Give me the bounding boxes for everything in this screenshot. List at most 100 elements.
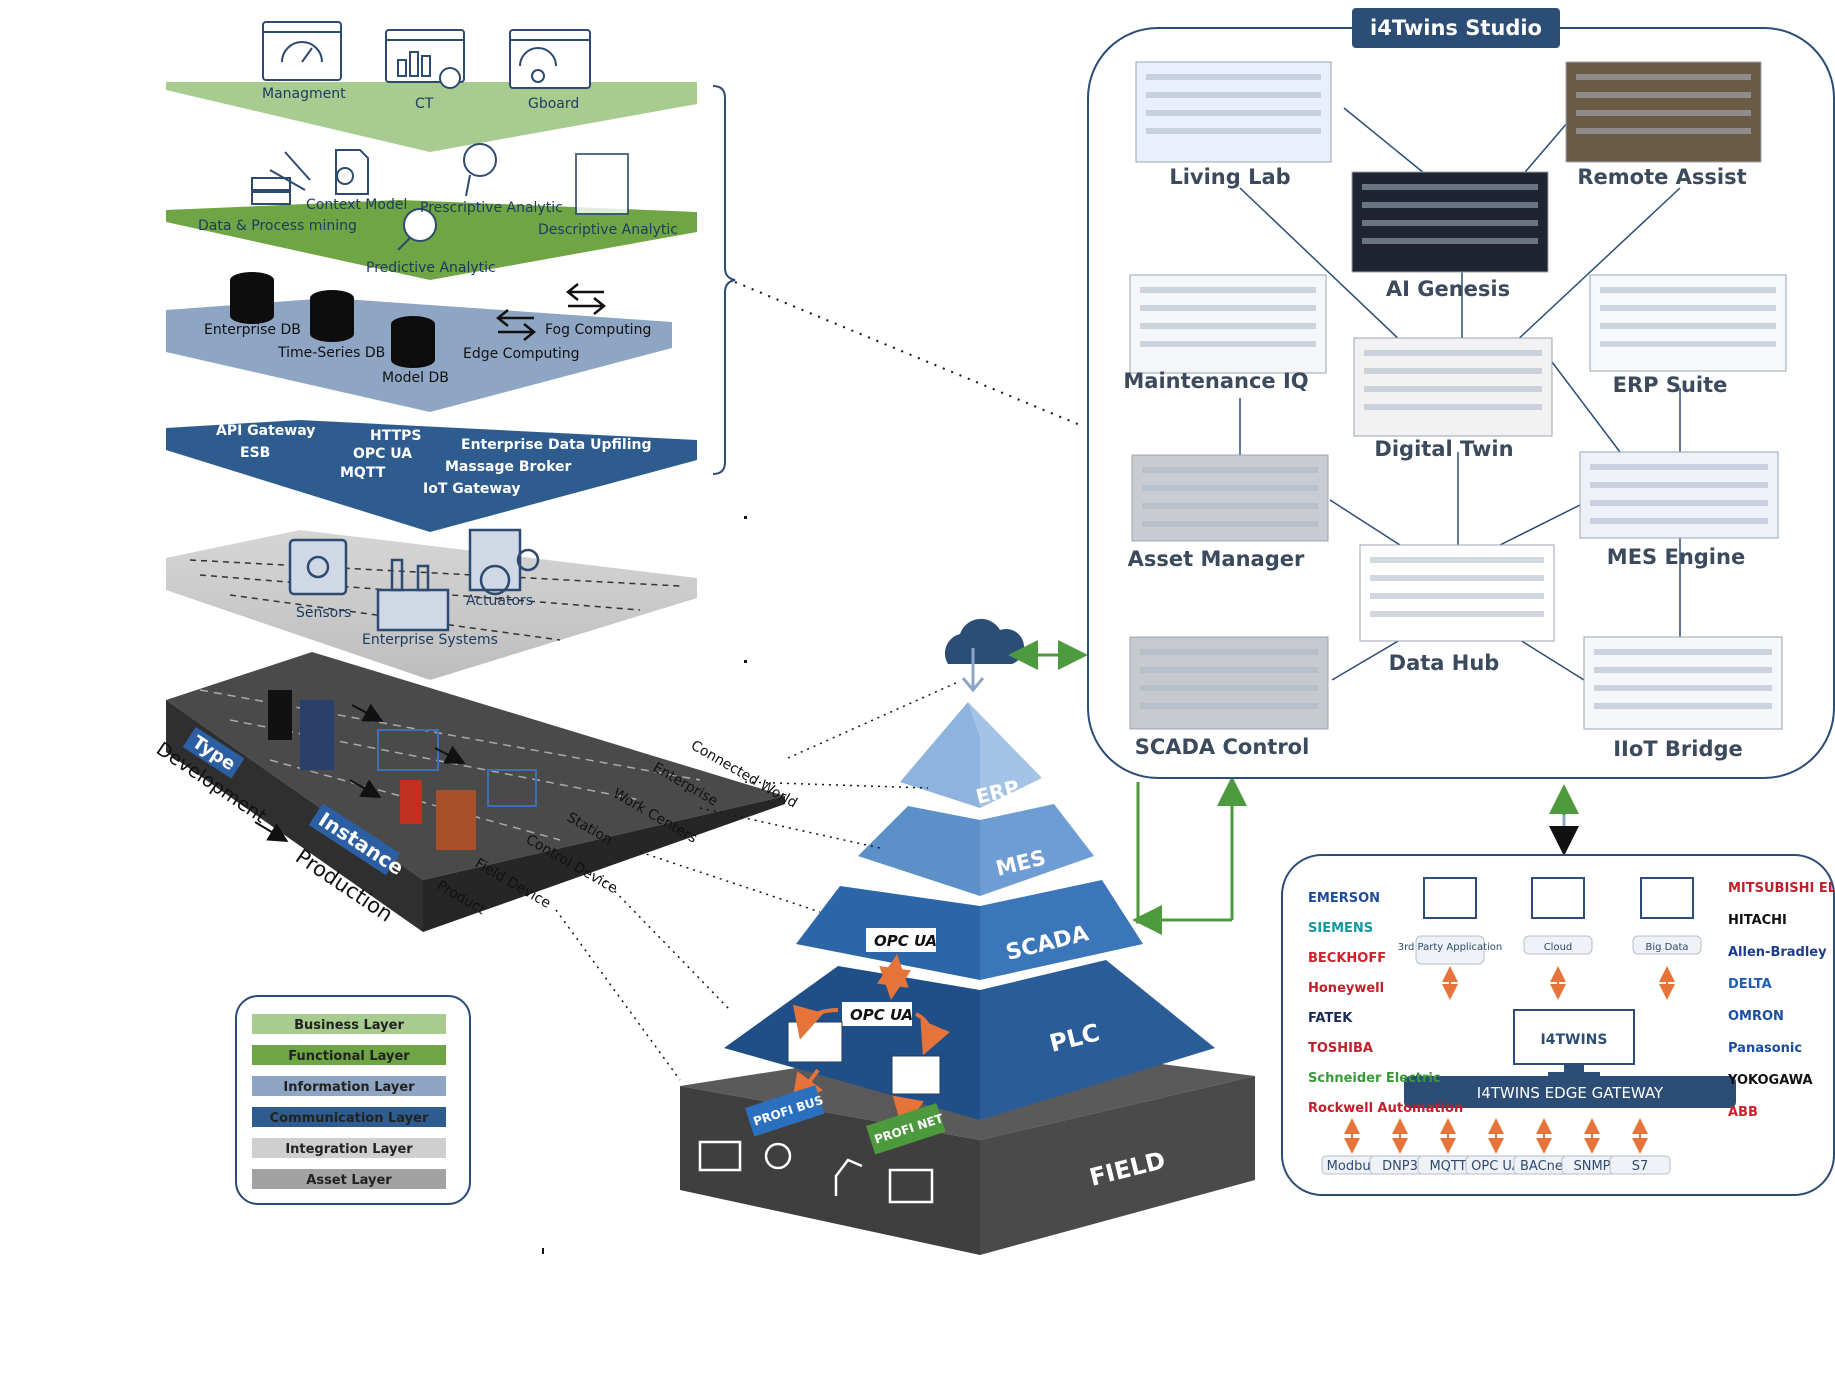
studio-module[interactable]: MES Engine <box>1579 451 1779 569</box>
cloud-icon <box>944 618 1025 693</box>
brand-logo: EMERSON <box>1308 891 1380 906</box>
studio-module[interactable]: AI Genesis <box>1351 171 1549 301</box>
gateway-card[interactable]: Cloud <box>1523 877 1593 1000</box>
studio-module[interactable]: Digital Twin <box>1353 337 1553 461</box>
legend-label: Integration Layer <box>285 1142 413 1157</box>
legend-swatch <box>252 1138 446 1158</box>
studio-module[interactable]: Data Hub <box>1359 544 1555 675</box>
functional-item-2: Prescriptive Analytic <box>420 200 563 216</box>
studio-module[interactable]: Asset Manager <box>1128 454 1329 571</box>
protocol-label: SNMP <box>1573 1159 1610 1174</box>
i4twins-logo: I4TWINS <box>1513 1009 1635 1076</box>
protocol-label: MQTT <box>1429 1159 1466 1174</box>
brand-logo: FATEK <box>1308 1011 1353 1026</box>
integration-item-2: Actuators <box>466 593 533 609</box>
brand-logo: Rockwell Automation <box>1308 1101 1463 1116</box>
monitor-icon <box>1531 877 1585 919</box>
communication-item-3: OPC UA <box>353 446 412 462</box>
protocol-label: Modbus <box>1327 1159 1378 1174</box>
brand-logo: YOKOGAWA <box>1727 1073 1813 1088</box>
protocol-label: BACnet <box>1520 1159 1568 1174</box>
brand-logo: SIEMENS <box>1308 921 1373 936</box>
functional-layer <box>166 200 697 280</box>
information-item-4: Edge Computing <box>463 346 580 362</box>
information-item-0: Enterprise DB <box>204 322 301 338</box>
studio-module[interactable]: ERP Suite <box>1589 274 1787 397</box>
business-item-0: Managment <box>262 86 346 102</box>
opcua-badge-plc: OPC UA <box>842 1002 913 1026</box>
protocol-label: OPC UA <box>1471 1159 1521 1174</box>
gateway-title: I4TWINS EDGE GATEWAY <box>1477 1084 1664 1102</box>
gateway-card-label: Cloud <box>1544 942 1573 953</box>
brand-logo: Allen-Bradley <box>1728 945 1827 960</box>
module-label: Maintenance IQ <box>1123 369 1308 393</box>
legend-swatch <box>252 1169 446 1189</box>
brand-logo: BECKHOFF <box>1308 951 1386 966</box>
module-label: IIoT Bridge <box>1613 737 1743 761</box>
business-item-1: CT <box>415 96 434 112</box>
protocol-chip <box>1609 1155 1671 1175</box>
business-layer <box>166 82 697 152</box>
communication-layer <box>166 420 697 532</box>
studio-links <box>1239 107 1681 691</box>
scada-studio-arrow <box>1136 782 1140 924</box>
erp-left <box>900 702 980 808</box>
communication-item-7: IoT Gateway <box>423 481 520 497</box>
robot-icon <box>268 690 537 850</box>
protocol-label: DNP3 <box>1382 1159 1418 1174</box>
studio-module[interactable]: Remote Assist <box>1565 61 1762 189</box>
functional-item-4: Predictive Analytic <box>366 260 496 276</box>
mes-right <box>980 804 1094 896</box>
studio-module[interactable]: IIoT Bridge <box>1583 636 1783 761</box>
information-item-2: Model DB <box>382 370 449 386</box>
erp-right <box>968 702 1042 808</box>
asset-layer-side <box>423 796 785 932</box>
field-front-right <box>980 1076 1255 1255</box>
brand-logo: DELTA <box>1728 977 1772 992</box>
protocol-label: S7 <box>1632 1159 1649 1174</box>
module-label: MES Engine <box>1607 545 1745 569</box>
database-icons <box>230 272 435 368</box>
legend-swatch <box>252 1107 446 1127</box>
i4twins-logo-text: I4TWINS <box>1541 1032 1608 1048</box>
communication-item-2: HTTPS <box>370 428 421 444</box>
legend-label: Functional Layer <box>288 1049 410 1064</box>
integration-item-0: Sensors <box>296 605 351 621</box>
module-label: Digital Twin <box>1374 437 1513 461</box>
functional-item-1: Data & Process mining <box>198 218 357 234</box>
hierarchy-connectors <box>555 681 959 1081</box>
studio-module[interactable]: Living Lab <box>1135 61 1332 189</box>
brand-logo: Honeywell <box>1308 981 1384 996</box>
gateway-card[interactable]: 3rd Party Application <box>1398 877 1503 1000</box>
layers-brace <box>712 85 736 475</box>
module-label: Remote Assist <box>1577 165 1746 189</box>
sensor-icon <box>288 528 540 632</box>
information-item-1: Time-Series DB <box>277 345 385 361</box>
module-label: SCADA Control <box>1135 735 1310 759</box>
module-label: Asset Manager <box>1128 547 1305 571</box>
brand-logo: TOSHIBA <box>1308 1041 1373 1056</box>
mes-left <box>858 806 980 896</box>
module-label: Living Lab <box>1169 165 1290 189</box>
studio-module[interactable]: SCADA Control <box>1129 636 1329 759</box>
legend-swatch <box>252 1076 446 1096</box>
gateway-card[interactable]: Big Data <box>1632 877 1702 1000</box>
profibus-badge: PROFI BUS <box>745 1085 825 1137</box>
integration-item-1: Enterprise Systems <box>362 632 498 648</box>
information-item-3: Fog Computing <box>545 322 651 338</box>
scada-right <box>980 880 1143 980</box>
gateway-card-label: Big Data <box>1645 942 1688 953</box>
brand-logo: Panasonic <box>1728 1041 1802 1056</box>
opcua-badge-plc-text: OPC UA <box>850 1006 913 1024</box>
studio-module[interactable]: Maintenance IQ <box>1123 274 1327 393</box>
legend-label: Information Layer <box>283 1080 415 1095</box>
communication-item-6: Massage Broker <box>445 459 572 475</box>
monitor-icon <box>1640 877 1694 919</box>
opcua-badge-scada: OPC UA <box>866 928 937 952</box>
plc-right <box>980 960 1215 1120</box>
plc-device-icons <box>787 1021 941 1095</box>
brand-logo: OMRON <box>1728 1009 1784 1024</box>
layer-stack: Managment CT Gboard Context Model Data &… <box>152 21 800 932</box>
communication-item-5: Enterprise Data Upfiling <box>461 437 651 453</box>
